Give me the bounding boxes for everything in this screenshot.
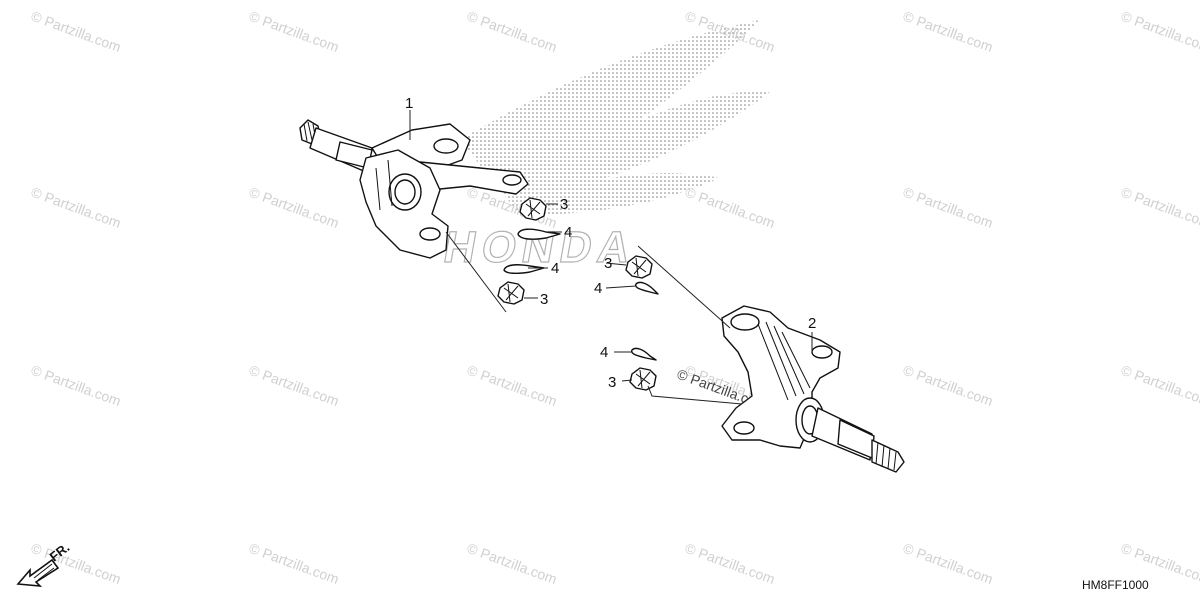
callout-number: 1 [405,95,413,112]
watermark-text: © Partzilla.com [465,8,559,55]
callout-number: 4 [600,344,608,361]
callout-number: 3 [560,196,568,213]
watermark-text: © Partzilla.com [901,362,995,409]
castle-nut [629,367,657,391]
watermark-text: © Partzilla.com [901,540,995,587]
watermark-text: © Partzilla.com [901,184,995,231]
watermark-text: © Partzilla.com [29,362,123,409]
steering-knuckle-right [721,305,905,473]
watermark-text: © Partzilla.com [1119,184,1200,231]
callout-number: 3 [540,291,548,308]
watermark-text: © Partzilla.com [465,540,559,587]
cotter-pin [517,228,561,240]
steering-knuckle-left [299,119,529,259]
cotter-pin [635,281,659,295]
watermark-text: © Partzilla.com [1119,362,1200,409]
leader-lines [409,110,813,405]
watermark-text: © Partzilla.com [247,362,341,409]
callout-number: 4 [551,260,559,277]
callout-number: 3 [608,374,616,391]
honda-wing-watermark: HONDA [439,20,770,273]
watermark-text: © Partzilla.com [29,540,123,587]
watermark-text: © Partzilla.com [683,184,777,231]
watermark-text: © Partzilla.com [465,362,559,409]
watermark-text: © Partzilla.com [247,184,341,231]
callout-number: 2 [808,315,816,332]
callout-number: 4 [564,224,572,241]
diagram-code: HM8FF1000 [1082,578,1149,592]
watermark-text: © Partzilla.com [247,8,341,55]
callout-number: 3 [604,255,612,272]
watermark-text: © Partzilla.com [901,8,995,55]
watermark-text: © Partzilla.com [29,184,123,231]
front-arrow-icon [16,558,60,587]
watermark-text: © Partzilla.com [247,540,341,587]
castle-nut [625,255,653,279]
watermark-text: © Partzilla.com [1119,8,1200,55]
castle-nut [519,197,547,221]
watermark-text: © Partzilla.com [683,540,777,587]
watermark-text: © Partzilla.com [29,8,123,55]
callout-number: 4 [594,280,602,297]
cotter-pin [631,347,657,361]
castle-nut [497,281,525,305]
